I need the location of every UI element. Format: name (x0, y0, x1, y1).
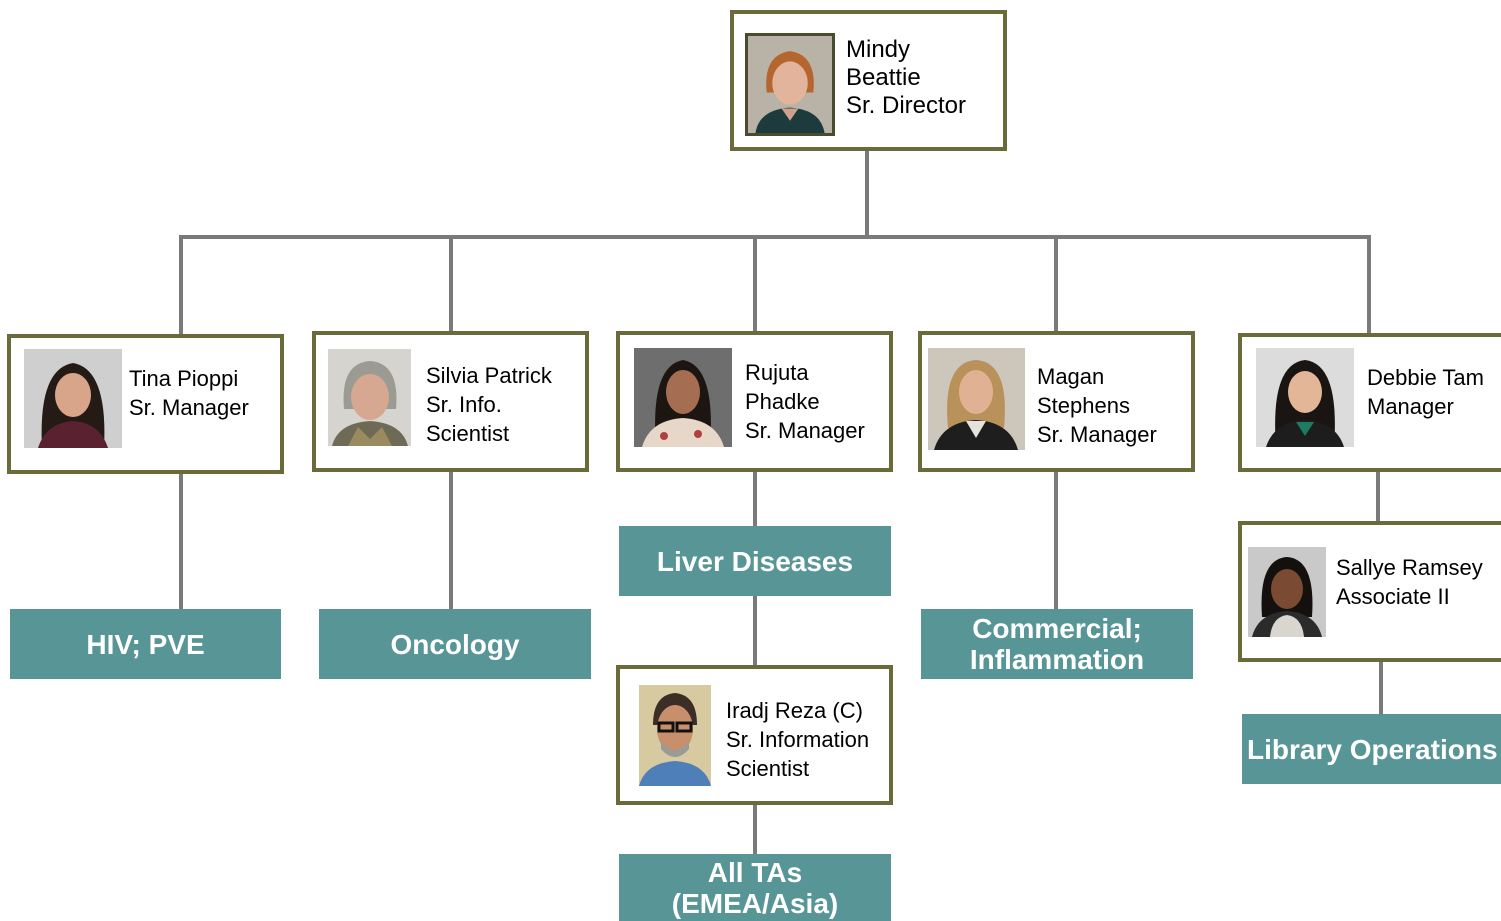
connector-to-tina (179, 235, 183, 335)
person-title-line-2: Scientist (726, 756, 810, 781)
team-label: Library Operations (1247, 733, 1498, 765)
person-title: Sr. Manager (745, 418, 865, 443)
team-label-line-2: Inflammation (969, 644, 1145, 675)
info-mindy-beattie: Mindy Beattie Sr. Director (846, 36, 966, 120)
photo-rujuta-phadke (634, 348, 732, 447)
person-title: Sr. Director (846, 92, 967, 119)
connector-to-magan (1054, 235, 1058, 331)
connector-to-silvia (449, 235, 453, 333)
card-sallye-ramsey: Sallye Ramsey Associate II (1238, 521, 1501, 662)
person-name: Debbie Tam (1367, 365, 1484, 390)
card-tina-pioppi: Tina Pioppi Sr. Manager (7, 334, 284, 474)
team-label-line-1: All TAs (707, 856, 803, 888)
person-title: Sr. Manager (1037, 422, 1157, 447)
team-label-line-1: Commercial; (972, 613, 1142, 644)
connector-director-down (865, 148, 869, 238)
photo-sallye-ramsey (1248, 547, 1326, 637)
team-label: Liver Diseases (656, 545, 854, 577)
connector-to-debbie (1367, 235, 1371, 333)
photo-mindy-beattie (745, 33, 835, 136)
person-name: Silvia Patrick (426, 363, 552, 388)
connector-sallye-team (1379, 660, 1383, 715)
team-label-line-2: (EMEA/Asia) (671, 887, 839, 919)
person-title: Manager (1367, 394, 1454, 419)
photo-magan-stephens (928, 348, 1025, 450)
info-silvia-patrick: Silvia Patrick Sr. Info. Scientist (426, 361, 552, 448)
card-iradj-reza: Iradj Reza (C) Sr. Information Scientist (616, 665, 893, 805)
card-silvia-patrick: Silvia Patrick Sr. Info. Scientist (312, 331, 589, 472)
team-label: HIV; PVE (86, 628, 205, 660)
connector-magan-team (1054, 470, 1058, 610)
person-title: Sr. Manager (129, 395, 249, 420)
card-rujuta-phadke: Rujuta Phadke Sr. Manager (616, 331, 893, 472)
team-hiv-pve: HIV; PVE (10, 609, 281, 679)
info-sallye-ramsey: Sallye Ramsey Associate II (1336, 553, 1483, 611)
connector-silvia-team (449, 470, 453, 610)
photo-silvia-patrick (328, 349, 411, 446)
person-name: Iradj Reza (C) (726, 698, 863, 723)
person-last-name: Phadke (745, 389, 820, 414)
info-tina-pioppi: Tina Pioppi Sr. Manager (129, 364, 249, 422)
connector-iradj-team (753, 803, 757, 855)
photo-iradj-reza (639, 685, 711, 786)
connector-to-rujuta (753, 235, 757, 331)
connector-horizontal-bus (179, 235, 1371, 239)
info-debbie-tam: Debbie Tam Manager (1367, 363, 1484, 421)
person-title-line-1: Sr. Information (726, 727, 870, 752)
connector-rujuta-team (753, 470, 757, 527)
person-last-name: Beattie (846, 64, 921, 91)
photo-debbie-tam (1256, 348, 1354, 447)
card-magan-stephens: Magan Stephens Sr. Manager (918, 331, 1195, 472)
person-first-name: Rujuta (745, 360, 809, 385)
team-label: Oncology (390, 628, 520, 660)
team-commercial-inflammation: Commercial; Inflammation (921, 609, 1193, 679)
team-liver-diseases: Liver Diseases (619, 526, 891, 596)
info-iradj-reza: Iradj Reza (C) Sr. Information Scientist (726, 696, 869, 783)
card-mindy-beattie: Mindy Beattie Sr. Director (730, 10, 1007, 151)
team-all-tas: All TAs (EMEA/Asia) (619, 854, 891, 921)
person-last-name: Stephens (1037, 393, 1130, 418)
person-name: Tina Pioppi (129, 366, 239, 391)
person-name: Sallye Ramsey (1336, 555, 1483, 580)
connector-team-iradj (753, 595, 757, 667)
person-first-name: Mindy (846, 36, 911, 63)
photo-tina-pioppi (24, 349, 122, 448)
person-title-line-1: Sr. Info. (426, 392, 502, 417)
person-title: Associate II (1336, 584, 1450, 609)
person-first-name: Magan (1037, 364, 1105, 389)
info-rujuta-phadke: Rujuta Phadke Sr. Manager (745, 358, 865, 445)
card-debbie-tam: Debbie Tam Manager (1238, 333, 1501, 472)
connector-debbie-sallye (1376, 470, 1380, 522)
connector-tina-team (179, 472, 183, 610)
info-magan-stephens: Magan Stephens Sr. Manager (1037, 362, 1157, 449)
person-title-line-2: Scientist (426, 421, 510, 446)
team-library-operations: Library Operations (1242, 714, 1501, 784)
team-oncology: Oncology (319, 609, 591, 679)
